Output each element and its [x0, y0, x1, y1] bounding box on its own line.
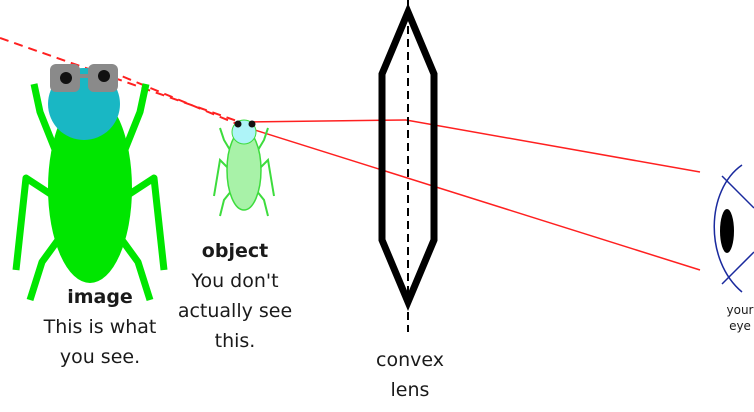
image-label-line2: you see. [59, 346, 141, 368]
lens-label: convex lens [345, 345, 475, 405]
eye-label-line2: eye [729, 319, 751, 333]
ray-lens-to-eye [405, 119, 701, 173]
object-label-line3: this. [214, 330, 256, 352]
ray-object-to-lens [239, 119, 407, 123]
object-label-line2: actually see [177, 300, 293, 322]
ray-object-to-eye [241, 125, 701, 271]
eye-label-line1: your [726, 303, 754, 317]
lens-label-line1: convex [376, 349, 444, 371]
image-label: image This is what you see. [28, 282, 172, 372]
eye-label: your eye [710, 302, 754, 334]
bug-object-icon [213, 119, 275, 217]
convex-lens-icon [378, 0, 438, 332]
ray-lines [0, 37, 701, 271]
lens-label-line2: lens [390, 379, 430, 401]
dashed-ray-lower [94, 64, 243, 127]
object-label-title: object [201, 240, 269, 262]
bug-image-icon [12, 64, 168, 302]
image-label-title: image [67, 286, 133, 308]
image-label-line1: This is what [43, 316, 157, 338]
eye-icon [713, 164, 754, 293]
object-label-line1: You don't [191, 270, 279, 292]
object-label: object You don't actually see this. [170, 236, 300, 356]
